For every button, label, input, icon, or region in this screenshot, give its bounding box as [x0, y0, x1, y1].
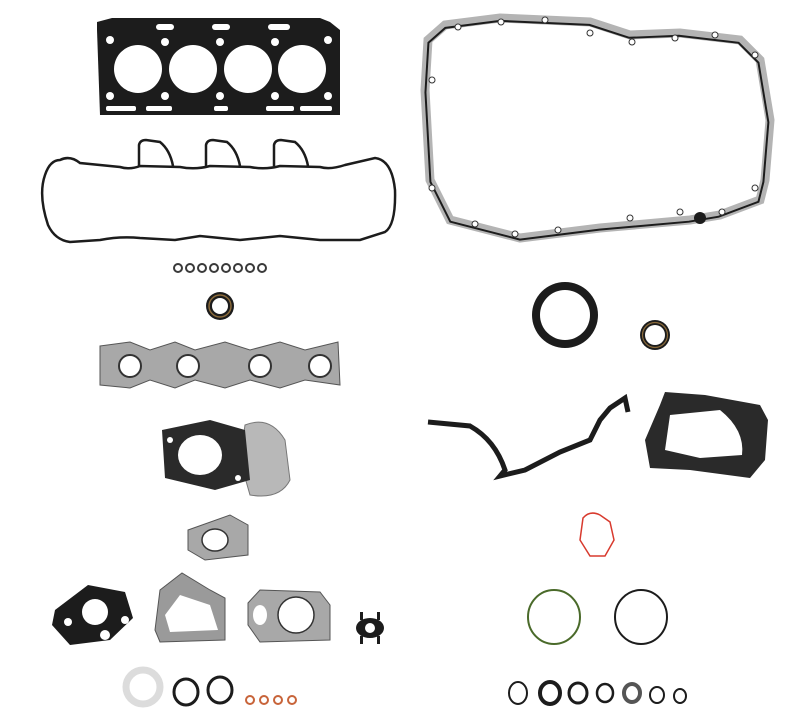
camshaft-seal	[206, 292, 234, 320]
crankshaft-seal-small	[640, 320, 670, 350]
bottom-right-orings	[508, 680, 687, 706]
water-pump-gasket	[645, 392, 768, 478]
small-orings-row	[173, 263, 267, 273]
small-metal-flange	[187, 514, 249, 561]
exhaust-manifold-gasket	[99, 341, 341, 389]
turbo-flange-gasket	[162, 420, 291, 497]
large-orings	[527, 589, 668, 645]
valve-cover-gasket	[40, 138, 397, 244]
red-seal	[579, 512, 615, 557]
crankshaft-seal-large	[532, 282, 598, 348]
bottom-left-rings	[122, 666, 297, 708]
oil-pan-gasket	[420, 13, 775, 243]
timing-cover-gasket	[427, 393, 631, 481]
cylinder-head-gasket	[97, 18, 340, 115]
bottom-left-gaskets	[52, 572, 384, 645]
